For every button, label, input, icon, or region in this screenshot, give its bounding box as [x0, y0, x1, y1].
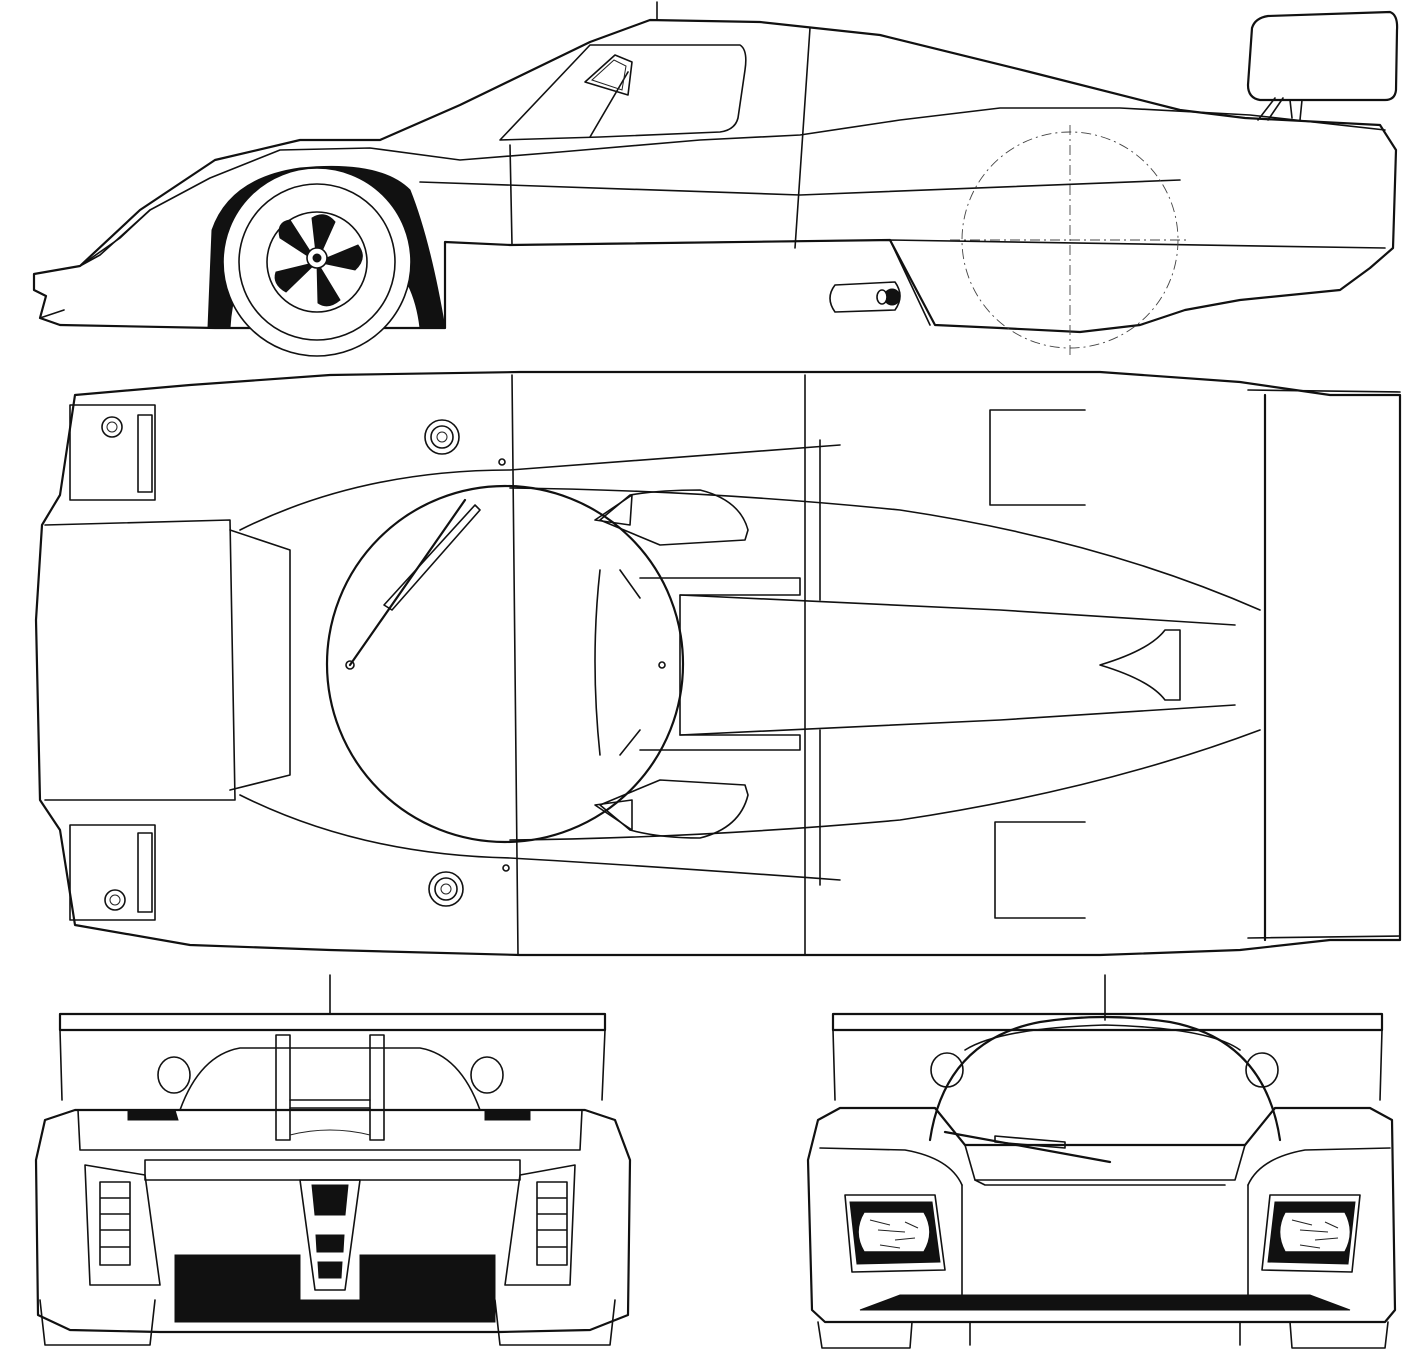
top-view [34, 370, 1402, 957]
front-view [806, 974, 1397, 1349]
side-view [32, 1, 1399, 357]
rear-view [34, 974, 632, 1346]
